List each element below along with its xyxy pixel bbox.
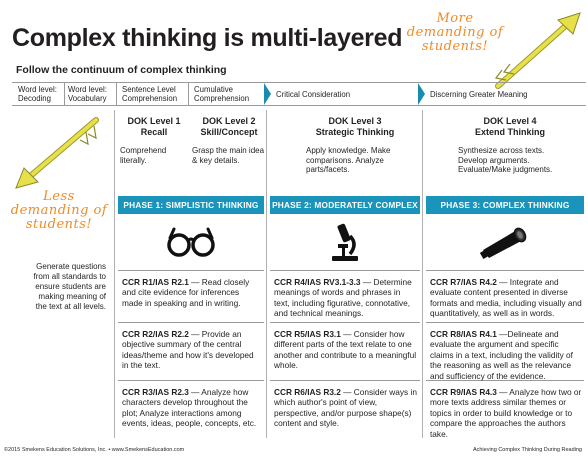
continuum-arrow-icon [264, 83, 271, 105]
dok-level-label: DOK Level 3 [328, 116, 382, 126]
arrow-up-right-icon [494, 12, 581, 89]
standard-text: — Read closely and cite evidence for inf… [122, 277, 250, 308]
standard-cell: CCR R1/IAS R2.1 — Read closely and cite … [118, 270, 264, 322]
standard-code: CCR R8/IAS R4.1 [430, 329, 497, 339]
phase-2-column: PHASE 2: MODERATELY COMPLEX CCR R4/IAS R… [270, 196, 420, 438]
standard-text: — Consider how different parts of the te… [274, 329, 417, 371]
side-instruction: Generate questions from all standards to… [33, 262, 106, 311]
standard-code: CCR R9/IAS R4.3 [430, 387, 497, 397]
dok-level-desc: Grasp the main idea & key details. [192, 146, 265, 165]
phase-title: PHASE 2: MODERATELY COMPLEX [270, 196, 420, 214]
standard-text: — Analyze how characters develop through… [122, 387, 257, 429]
footer-copyright: ©2015 Smekens Education Solutions, Inc. … [4, 447, 185, 453]
continuum-step: Sentence Level Comprehension [122, 85, 178, 103]
standard-code: CCR R3/IAS R2.3 [122, 387, 189, 397]
phase-3-column: PHASE 3: COMPLEX THINKING CCR R7/IAS R4.… [426, 196, 584, 439]
standard-text: —Delineate and evaluate the argument and… [430, 329, 573, 381]
dok-level-desc: Comprehend literally. [120, 146, 167, 165]
continuum-divider [188, 83, 189, 105]
continuum-step: Cumulative Comprehension [194, 85, 250, 103]
standard-code: CCR R7/IAS R4.2 [430, 277, 497, 287]
column-divider [114, 110, 115, 438]
standard-text: — Consider ways in which author's point … [274, 387, 417, 429]
more-demanding-note: More demanding of students! [406, 11, 504, 54]
standard-cell: CCR R3/IAS R2.3 — Analyze how characters… [118, 380, 264, 438]
footer-title: Achieving Complex Thinking During Readin… [472, 447, 582, 453]
phase-1-column: PHASE 1: SIMPLISTIC THINKING CCR R1/IAS … [118, 196, 264, 438]
standard-code: CCR R6/IAS R3.2 [274, 387, 341, 397]
standard-code: CCR R1/IAS R2.1 [122, 277, 189, 287]
standard-cell: CCR R9/IAS R4.3 — Analyze how two or mor… [426, 380, 584, 439]
continuum-step: Word level: Decoding [18, 85, 57, 103]
continuum-arrow-icon [418, 83, 425, 105]
less-demanding-note: Less demanding of students! [10, 189, 108, 232]
standard-code: CCR R5/IAS R3.1 [274, 329, 341, 339]
standard-code: CCR R4/IAS RV3.1-3.3 [274, 277, 361, 287]
standard-text: — Analyze how two or more texts address … [430, 387, 582, 439]
dok-level-label: DOK Level 2 [202, 116, 256, 126]
standard-cell: CCR R7/IAS R4.2 — Integrate and evaluate… [426, 270, 584, 322]
standard-cell: CCR R4/IAS RV3.1-3.3 — Determine meaning… [270, 270, 420, 322]
standard-cell: CCR R5/IAS R3.1 — Consider how different… [270, 322, 420, 380]
standard-cell: CCR R8/IAS R4.1 —Delineate and evaluate … [426, 322, 584, 381]
glasses-icon [167, 227, 215, 257]
dok-level-name: Strategic Thinking [315, 126, 395, 137]
continuum-divider [64, 83, 65, 105]
continuum-step: Word level: Vocabulary [68, 85, 107, 103]
continuum-step: Critical Consideration [276, 90, 351, 99]
thinking-continuum: Word level: Decoding Word level: Vocabul… [12, 82, 586, 106]
phase-title: PHASE 3: COMPLEX THINKING [426, 196, 584, 214]
dok-level-desc: Synthesize across texts. Develop argumen… [458, 146, 553, 174]
page-title: Complex thinking is multi-layered [12, 24, 403, 52]
standard-cell: CCR R6/IAS R3.2 — Consider ways in which… [270, 380, 420, 438]
standard-text: — Integrate and evaluate content present… [430, 277, 582, 319]
dok-level-name: Skill/Concept [200, 126, 258, 137]
dok-level-name: Extend Thinking [474, 126, 545, 137]
dok-level-name: Recall [140, 126, 168, 137]
standard-cell: CCR R2/IAS R2.2 — Provide an objective s… [118, 322, 264, 380]
dok-level-label: DOK Level 4 [483, 116, 537, 126]
continuum-step: Discerning Greater Meaning [430, 90, 528, 99]
dok-level-desc: Apply knowledge. Make comparisons. Analy… [306, 146, 391, 174]
arrow-down-left-icon [15, 117, 99, 189]
column-divider [422, 110, 423, 438]
telescope-icon [479, 227, 527, 259]
standard-code: CCR R2/IAS R2.2 [122, 329, 189, 339]
phase-title: PHASE 1: SIMPLISTIC THINKING [118, 196, 264, 214]
page-subtitle: Follow the continuum of complex thinking [16, 64, 227, 76]
standard-text: — Determine meanings of words and phrase… [274, 277, 412, 319]
standard-text: — Provide an objective summary of the ce… [122, 329, 254, 371]
continuum-divider [116, 83, 117, 105]
microscope-icon [332, 223, 358, 261]
column-divider [266, 110, 267, 438]
dok-level-label: DOK Level 1 [127, 116, 181, 126]
